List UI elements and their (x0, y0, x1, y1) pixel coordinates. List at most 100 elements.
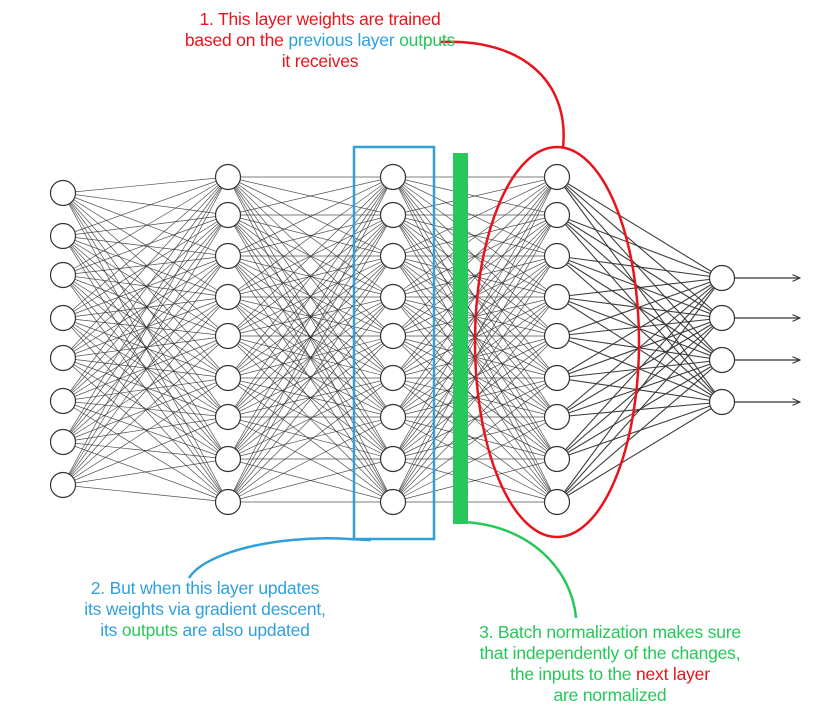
edge-l2 (392, 377, 558, 503)
note2-leader-line (187, 536, 372, 579)
neuron-layer4-node4 (543, 283, 571, 311)
edge-l0 (62, 214, 229, 443)
edge-l1 (227, 214, 394, 257)
edge-l1 (227, 214, 394, 298)
edge-l0 (62, 458, 229, 486)
neuron-layer2-node9 (214, 488, 242, 516)
edge-l0 (62, 255, 229, 319)
output-arrows (734, 278, 801, 402)
edge-l3 (556, 277, 723, 298)
note2-text-segment: its (100, 620, 122, 640)
neuron-layer1-node2 (49, 222, 77, 250)
note2-text-segment: are also updated (177, 620, 310, 640)
edge-l0 (62, 214, 229, 237)
edge-l3 (556, 176, 723, 279)
edge-l1 (227, 176, 394, 337)
edge-l1 (227, 214, 394, 337)
highlight-overlays (187, 40, 641, 619)
edge-l3 (556, 359, 723, 503)
edge-l1 (227, 255, 394, 379)
neuron-layer3-node1 (379, 163, 407, 191)
edge-l2 (392, 416, 558, 460)
note2-text-segment: outputs (121, 620, 178, 640)
edge-l1 (227, 176, 394, 460)
edge-l2 (392, 335, 558, 418)
note3-leader-line (462, 520, 578, 619)
note1-line-1: 1. This layer weights are trained (40, 9, 600, 30)
edge-l2 (392, 176, 558, 379)
edge-l0 (62, 441, 229, 460)
edge-l0 (62, 176, 229, 486)
edge-l0 (62, 296, 229, 443)
edge-l0 (62, 235, 229, 503)
neuron-layer1-node6 (49, 387, 77, 415)
edge-l0 (62, 357, 229, 418)
edge-l0 (62, 484, 229, 503)
note1-text-segment: 1. This layer weights are trained (199, 9, 441, 29)
edge-l1 (227, 377, 394, 460)
edge-l0 (62, 255, 229, 486)
neuron-layer5-node2 (708, 304, 736, 332)
edge-l1 (227, 255, 394, 337)
edge-l0 (62, 296, 229, 359)
edge-l2 (392, 416, 558, 503)
edge-l0 (62, 377, 229, 486)
edge-l0 (62, 274, 229, 337)
note2-line-1: 2. But when this layer updates (15, 578, 395, 599)
neuron-layer5-node1 (708, 264, 736, 292)
edge-l1 (227, 176, 394, 418)
note1-leader-line (439, 40, 565, 149)
edge-l1 (227, 176, 394, 257)
note1-line-2: based on the previous layer outputs (40, 30, 600, 51)
note3-text-segment: that independently of the changes, (479, 643, 741, 663)
edge-l3 (556, 317, 723, 460)
neuron-layer1-node7 (49, 428, 77, 456)
neuron-layer3-node8 (379, 445, 407, 473)
edge-l0 (62, 214, 229, 319)
neuron-layer1-node8 (49, 471, 77, 499)
edge-l0 (62, 357, 229, 460)
neuron-layer4-node8 (543, 445, 571, 473)
edge-l2 (392, 255, 558, 503)
edge-l1 (227, 176, 394, 503)
edge-l1 (227, 458, 394, 503)
neuron-layer5-node4 (708, 388, 736, 416)
edge-l0 (62, 235, 229, 460)
note3-text-segment: next layer (635, 664, 710, 684)
note2-text-segment: 2. But when this layer updates (90, 578, 320, 598)
connection-edges (62, 176, 723, 503)
next-layer-ellipse (473, 145, 641, 539)
edge-l1 (227, 416, 394, 460)
neuron-layer2-node5 (214, 322, 242, 350)
edge-l1 (227, 176, 394, 379)
edge-l2 (392, 176, 558, 257)
edge-l0 (62, 400, 229, 503)
edge-l2 (392, 176, 558, 418)
edge-l0 (62, 317, 229, 337)
edge-l1 (227, 377, 394, 503)
edge-l0 (62, 274, 229, 298)
edge-l0 (62, 377, 229, 402)
note1-line-3: it receives (40, 51, 600, 72)
edge-l0 (62, 176, 229, 359)
edge-l2 (392, 176, 558, 216)
note2-line-2: its weights via gradient descent, (15, 599, 395, 620)
neuron-layer3-node9 (379, 488, 407, 516)
edge-l0 (62, 416, 229, 443)
edge-l3 (556, 176, 723, 361)
edge-l2 (392, 335, 558, 460)
edge-l1 (227, 335, 394, 418)
edge-l2 (392, 176, 558, 337)
note1-text-segment: outputs (399, 30, 456, 50)
edge-l0 (62, 377, 229, 443)
edge-l0 (62, 255, 229, 443)
edge-l0 (62, 176, 229, 194)
edge-l1 (227, 255, 394, 503)
edge-l3 (556, 255, 723, 279)
note3-text-segment: 3. Batch normalization makes sure (479, 622, 741, 642)
edge-l1 (227, 176, 394, 216)
edge-l3 (556, 317, 723, 503)
